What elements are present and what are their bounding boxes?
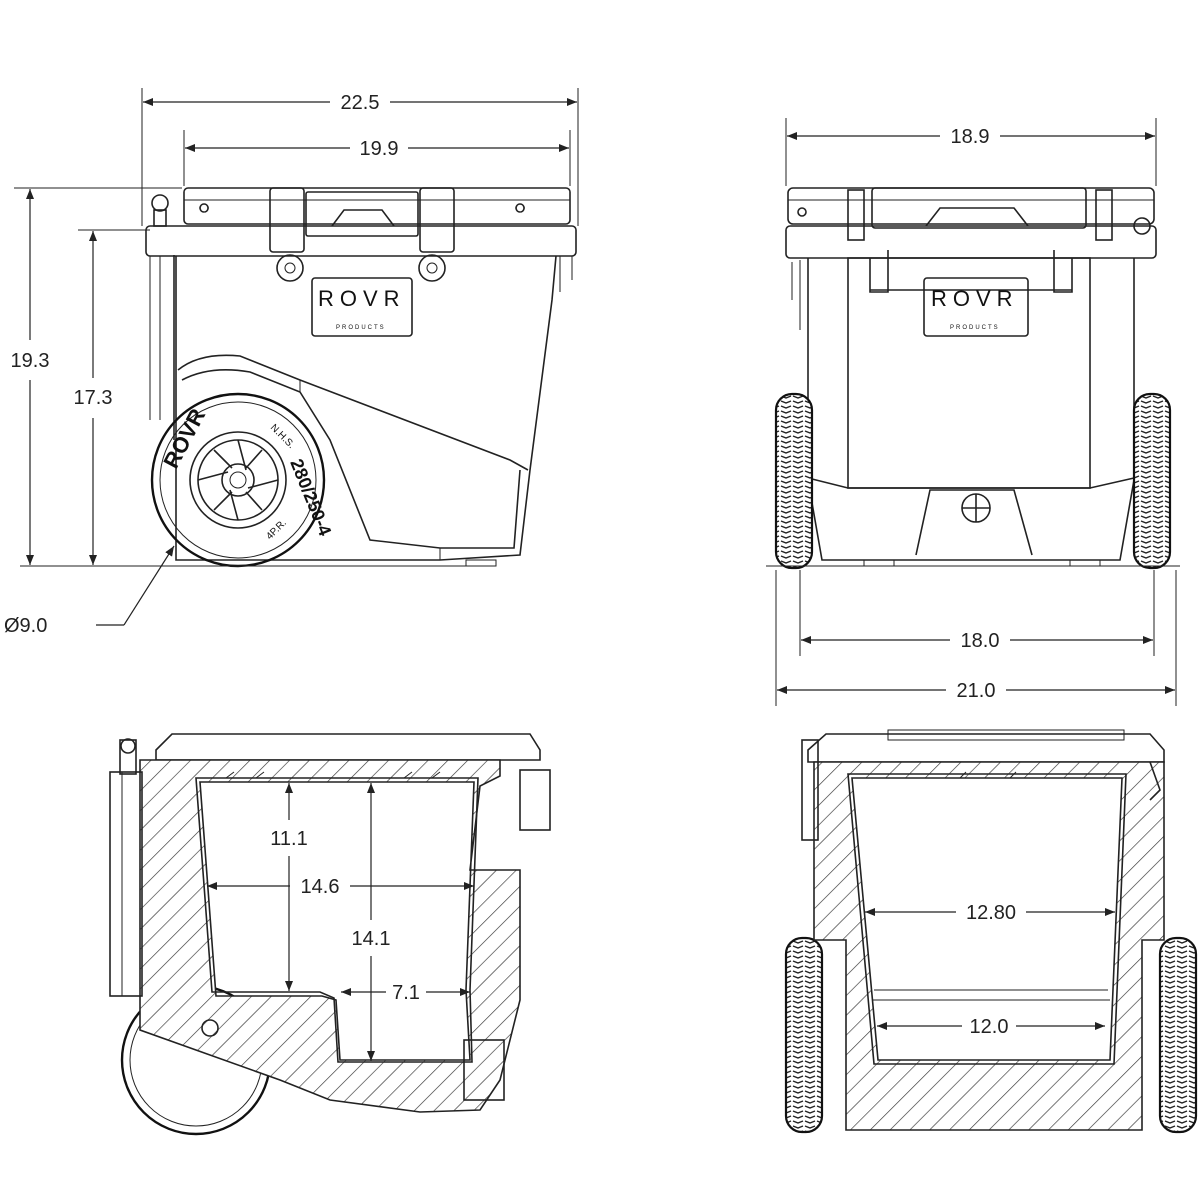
tire-ply-text: 4P.R. [264, 518, 289, 543]
side-wheel: ROVR 280/250-4 N.H.S. 4P.R. [150, 392, 335, 568]
front-lid [785, 187, 1157, 259]
front-logo-text: ROVR [931, 286, 1019, 311]
side-dimensions: 22.5 19.9 19.3 17.3 Ø9.0 [4, 88, 579, 637]
front-section-dimensions: 12.80 12.0 [865, 902, 1115, 1038]
side-section-view: 11.1 14.6 14.1 7.1 [109, 733, 551, 1136]
dim-overall-height: 19.3 [11, 350, 50, 372]
front-body: ROVR PRODUCTS [791, 250, 1135, 567]
dim-total-depth: 14.1 [352, 928, 391, 950]
front-logo-subtext: PRODUCTS [950, 325, 1000, 331]
dim-overall-width: 21.0 [957, 680, 996, 702]
dim-bottom-width: 12.0 [970, 1016, 1009, 1038]
front-section-wall [813, 761, 1165, 1131]
section-wheel-left [784, 936, 824, 1134]
front-logo-plate [923, 277, 1029, 337]
front-section-lid [807, 733, 1165, 763]
section-wheel-right [1158, 936, 1198, 1134]
front-dimensions: 18.9 18.0 21.0 [775, 118, 1177, 706]
side-section-dimensions: 11.1 14.6 14.1 7.1 [207, 783, 474, 1061]
side-logo-text: ROVR [318, 286, 406, 311]
side-view: ROVR PRODUCTS ROVR 280/250-4 N.H.S. 4P.R… [4, 88, 579, 637]
dim-step-length: 7.1 [392, 982, 420, 1004]
side-logo-plate [311, 277, 413, 337]
side-lid [145, 187, 577, 257]
section-wall [139, 759, 521, 1113]
side-logo-subtext: PRODUCTS [336, 325, 386, 331]
front-wheel-left [774, 392, 814, 570]
front-wheel-right [1132, 392, 1172, 570]
section-handle [109, 771, 143, 997]
dim-overall-length: 22.5 [341, 92, 380, 114]
dim-lid-width: 18.9 [951, 126, 990, 148]
dim-interior-length: 14.6 [301, 876, 340, 898]
front-view: ROVR PRODUCTS 18.9 18.0 [766, 118, 1180, 706]
front-section-view: 12.80 12.0 [784, 729, 1198, 1134]
section-lid [155, 733, 541, 761]
side-body: ROVR PRODUCTS [149, 254, 573, 567]
dim-body-height: 17.3 [74, 387, 113, 409]
dim-interior-width: 12.80 [966, 902, 1016, 924]
dim-wheel-diameter: Ø9.0 [4, 615, 47, 637]
dim-body-length: 19.9 [360, 138, 399, 160]
dim-wheelbase-width: 18.0 [961, 630, 1000, 652]
dim-upper-depth: 11.1 [270, 828, 307, 850]
